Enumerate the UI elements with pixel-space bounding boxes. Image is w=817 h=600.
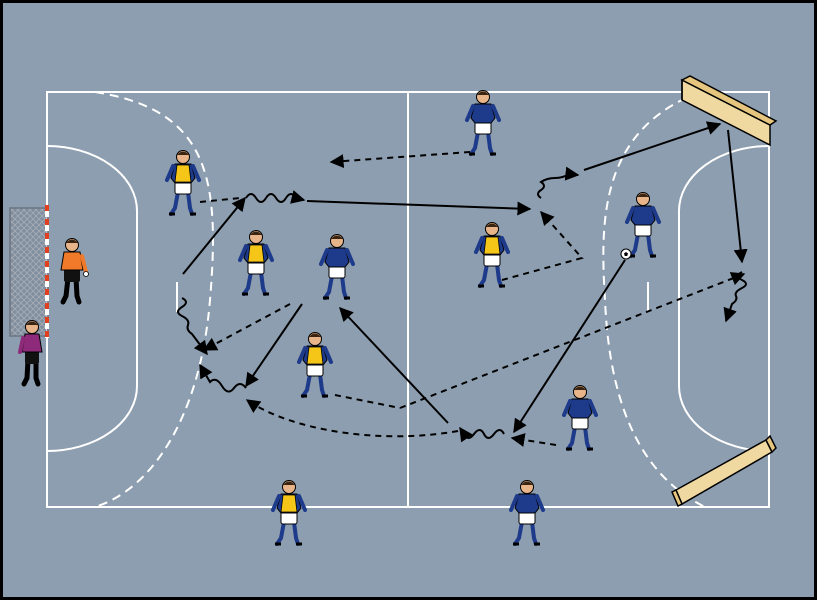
player-keeper-purple bbox=[18, 320, 43, 387]
pass-arrow bbox=[245, 303, 303, 388]
dribble-arrow bbox=[245, 190, 306, 204]
run-arrow bbox=[501, 210, 584, 281]
left-dashed-arc bbox=[94, 91, 214, 508]
pass-arrow bbox=[727, 129, 748, 264]
pass-arrow bbox=[583, 121, 722, 171]
dribble-arrow bbox=[459, 426, 505, 443]
dribble-arrow bbox=[723, 271, 747, 323]
pass-arrow bbox=[513, 259, 626, 434]
run-arrow bbox=[202, 303, 291, 351]
pass-arrow bbox=[306, 200, 532, 216]
pass-arrow bbox=[339, 306, 449, 424]
pass-arrow bbox=[182, 196, 246, 275]
player-keeper-orange bbox=[60, 238, 89, 305]
dribble-arrow bbox=[537, 166, 580, 199]
run-arrow bbox=[334, 394, 401, 409]
mini-goal-icon bbox=[671, 434, 777, 508]
run-arrow bbox=[329, 151, 471, 169]
right-dashed-arc bbox=[602, 91, 706, 508]
run-arrow bbox=[510, 433, 557, 447]
left-penalty-area bbox=[46, 145, 138, 452]
drill-arrows bbox=[177, 121, 748, 447]
mini-goal-icon bbox=[680, 75, 778, 147]
run-arrow bbox=[199, 197, 241, 203]
dribble-arrow bbox=[177, 297, 208, 356]
soccer-ball-icon bbox=[620, 248, 632, 260]
dribble-arrow bbox=[199, 363, 247, 393]
goal-icon bbox=[9, 205, 49, 338]
